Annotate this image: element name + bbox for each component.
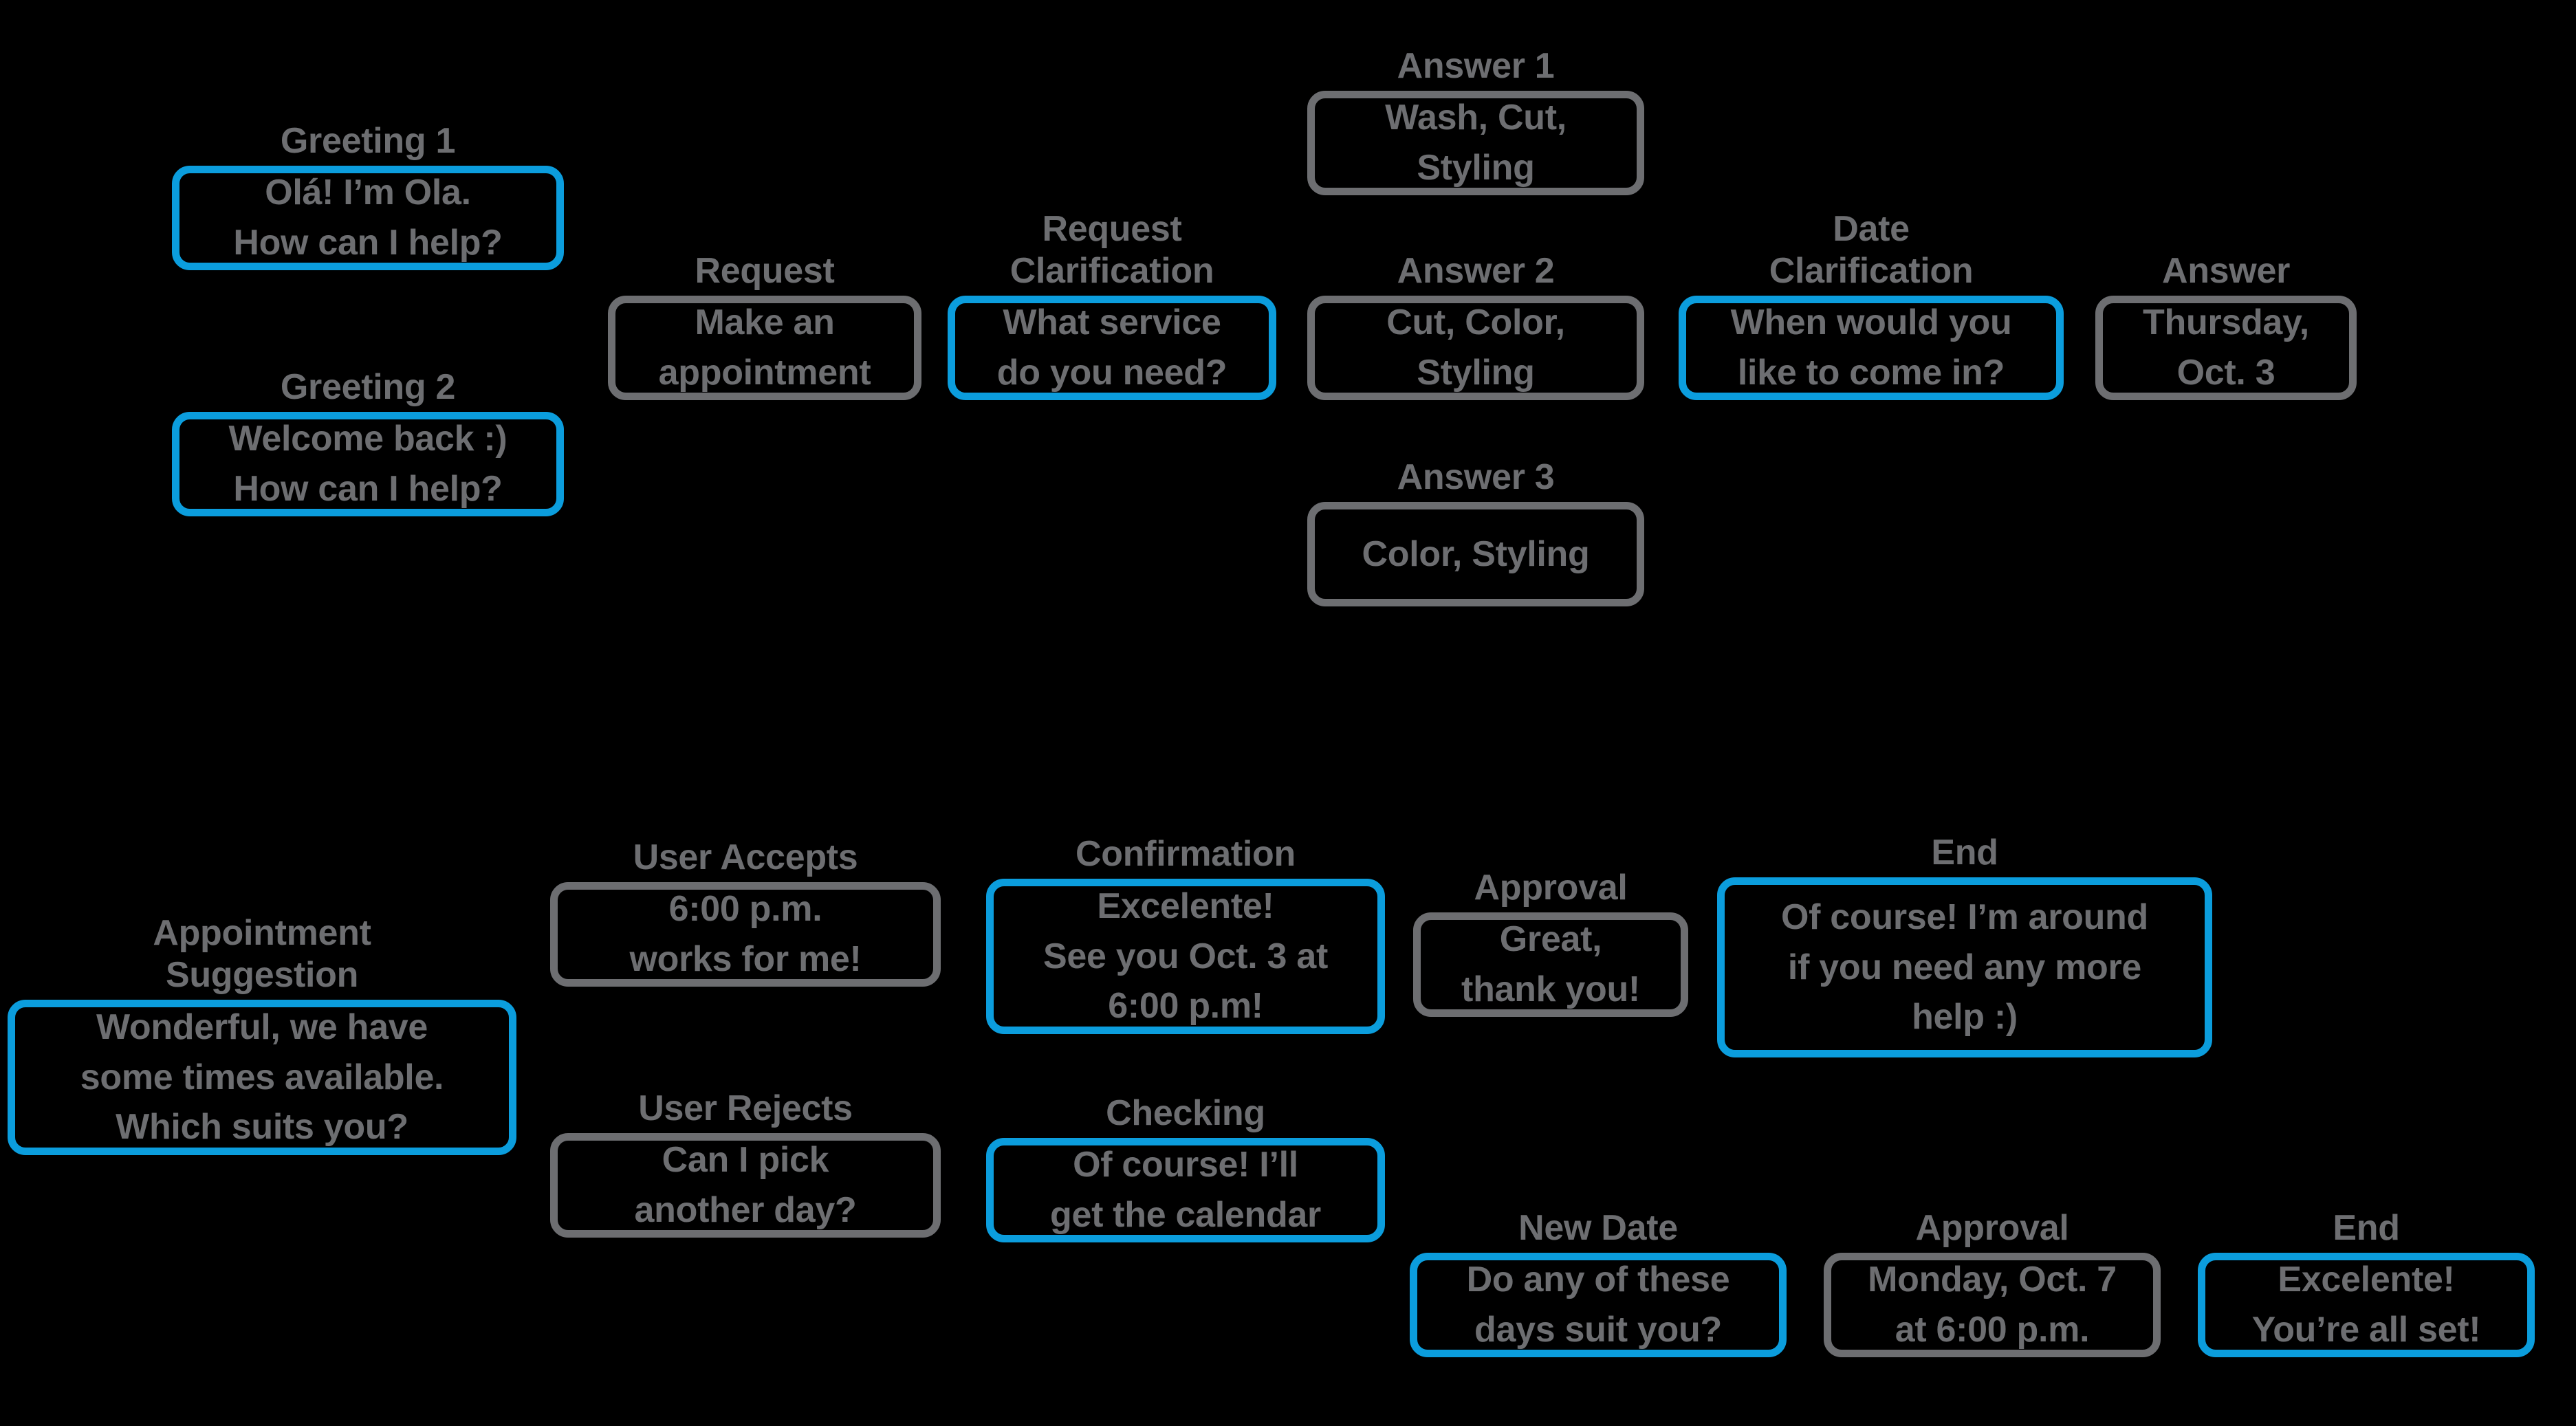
node-label-answer-2: Answer 2 [1397, 250, 1555, 291]
node-label-user-rejects: User Rejects [638, 1088, 853, 1128]
node-label-end-accept: End [1931, 832, 1998, 873]
node-label-greeting-2: Greeting 2 [280, 366, 456, 407]
node-message-approval-accept: Great, thank you! [1461, 919, 1640, 1009]
node-message-appointment-suggestion: Wonderful, we have some times available.… [80, 1007, 444, 1148]
node-label-end-reject: End [2333, 1207, 2400, 1248]
node-label-greeting-1: Greeting 1 [280, 120, 456, 161]
node-label-answer-1: Answer 1 [1397, 45, 1555, 86]
node-box-request-clarification[interactable]: What service do you need? [948, 296, 1276, 400]
node-label-request-clarification: Request Clarification [1009, 209, 1214, 291]
node-box-user-accepts[interactable]: 6:00 p.m. works for me! [550, 882, 941, 987]
node-box-checking[interactable]: Of course! I’ll get the calendar [986, 1138, 1385, 1242]
node-message-user-rejects: Can I pick another day? [634, 1140, 857, 1230]
node-box-approval-reject[interactable]: Monday, Oct. 7 at 6:00 p.m. [1824, 1253, 2161, 1357]
node-box-answer-3[interactable]: Color, Styling [1307, 502, 1644, 606]
node-message-end-reject: Excelente! You’re all set! [2251, 1260, 2481, 1350]
node-message-date-answer: Thursday, Oct. 3 [2143, 303, 2309, 393]
node-label-checking: Checking [1106, 1093, 1265, 1133]
node-label-date-answer: Answer [2161, 250, 2291, 291]
node-box-end-accept[interactable]: Of course! I’m around if you need any mo… [1717, 877, 2212, 1057]
flow-node-end-accept: End Of course! I’m around if you need any… [1717, 833, 2212, 1057]
node-label-approval-accept: Approval [1474, 867, 1628, 908]
flow-node-greeting-1: Greeting 1 Olá! I’m Ola. How can I help? [172, 121, 564, 270]
node-box-confirmation[interactable]: Excelente! See you Oct. 3 at 6:00 p.m! [986, 879, 1385, 1034]
node-label-date-clarification: Date Clarification [1769, 209, 1974, 291]
node-box-appointment-suggestion[interactable]: Wonderful, we have some times available.… [8, 1000, 516, 1155]
flow-node-answer-1: Answer 1 Wash, Cut, Styling [1307, 46, 1644, 195]
node-box-end-reject[interactable]: Excelente! You’re all set! [2198, 1253, 2535, 1357]
node-label-confirmation: Confirmation [1076, 833, 1296, 874]
flow-node-checking: Checking Of course! I’ll get the calendar [986, 1093, 1385, 1242]
node-message-user-accepts: 6:00 p.m. works for me! [629, 889, 862, 979]
node-message-checking: Of course! I’ll get the calendar [1050, 1145, 1321, 1235]
flow-node-new-date: New Date Do any of these days suit you? [1410, 1208, 1787, 1357]
node-message-request: Make an appointment [658, 303, 871, 393]
node-label-appointment-suggestion: Appointment Suggestion [153, 913, 371, 995]
node-message-new-date: Do any of these days suit you? [1466, 1260, 1730, 1350]
node-message-confirmation: Excelente! See you Oct. 3 at 6:00 p.m! [1043, 886, 1328, 1027]
node-box-date-answer[interactable]: Thursday, Oct. 3 [2095, 296, 2357, 400]
node-message-answer-1: Wash, Cut, Styling [1385, 98, 1567, 188]
node-message-end-accept: Of course! I’m around if you need any mo… [1781, 897, 2148, 1038]
node-message-answer-3: Color, Styling [1362, 534, 1590, 574]
node-box-user-rejects[interactable]: Can I pick another day? [550, 1133, 941, 1238]
node-box-new-date[interactable]: Do any of these days suit you? [1410, 1253, 1787, 1357]
flow-node-answer-3: Answer 3 Color, Styling [1307, 457, 1644, 606]
node-label-new-date: New Date [1518, 1207, 1678, 1248]
node-box-answer-2[interactable]: Cut, Color, Styling [1307, 296, 1644, 400]
node-label-approval-reject: Approval [1915, 1207, 2069, 1248]
node-box-request[interactable]: Make an appointment [608, 296, 921, 400]
node-message-greeting-1: Olá! I’m Ola. How can I help? [233, 173, 503, 263]
node-label-request: Request [695, 250, 835, 291]
node-message-request-clarification: What service do you need? [996, 303, 1227, 393]
node-message-approval-reject: Monday, Oct. 7 at 6:00 p.m. [1868, 1260, 2117, 1350]
node-message-answer-2: Cut, Color, Styling [1386, 303, 1565, 393]
flow-node-user-accepts: User Accepts 6:00 p.m. works for me! [550, 837, 941, 987]
node-box-answer-1[interactable]: Wash, Cut, Styling [1307, 91, 1644, 195]
node-message-date-clarification: When would you like to come in? [1730, 303, 2012, 393]
node-box-date-clarification[interactable]: When would you like to come in? [1679, 296, 2064, 400]
node-box-approval-accept[interactable]: Great, thank you! [1413, 912, 1688, 1017]
node-message-greeting-2: Welcome back :) How can I help? [228, 419, 507, 509]
flow-node-answer-2: Answer 2 Cut, Color, Styling [1307, 251, 1644, 400]
node-box-greeting-2[interactable]: Welcome back :) How can I help? [172, 412, 564, 516]
node-label-answer-3: Answer 3 [1397, 457, 1555, 497]
node-label-user-accepts: User Accepts [633, 837, 858, 877]
flow-node-greeting-2: Greeting 2 Welcome back :) How can I help… [172, 367, 564, 516]
node-box-greeting-1[interactable]: Olá! I’m Ola. How can I help? [172, 166, 564, 270]
